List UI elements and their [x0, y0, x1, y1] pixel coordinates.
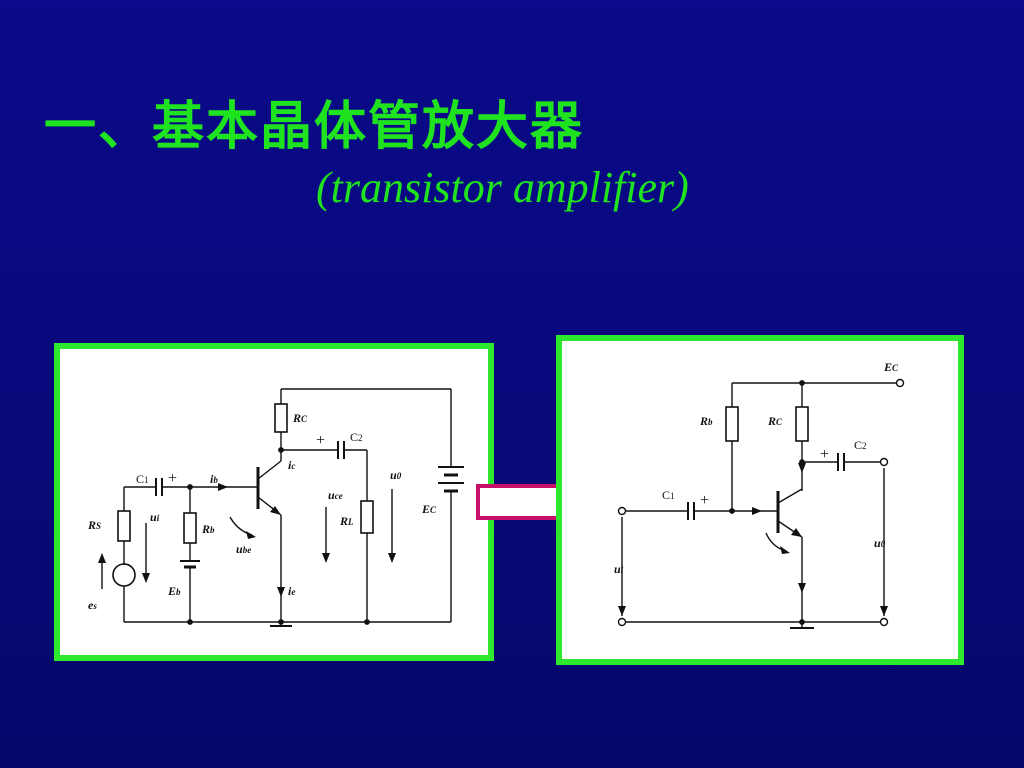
left-circuit-panel: RC C2 + ic u0 C1 + ib RS ui Rb uce RL EC…: [54, 343, 494, 661]
svg-text:ie: ie: [288, 584, 295, 598]
svg-text:Rb: Rb: [201, 522, 215, 536]
right-circuit-panel: EC Rb RC C2 + C1 + ui u0: [556, 335, 964, 665]
svg-text:+: +: [168, 470, 177, 487]
svg-text:ui: ui: [150, 510, 160, 524]
svg-text:EC: EC: [883, 360, 899, 374]
svg-text:RS: RS: [87, 518, 101, 532]
svg-text:u0: u0: [874, 536, 886, 550]
svg-text:Eb: Eb: [167, 584, 181, 598]
svg-text:+: +: [316, 432, 325, 449]
svg-text:+: +: [700, 492, 709, 509]
title-english: (transistor amplifier): [316, 163, 689, 212]
left-circuit-diagram: RC C2 + ic u0 C1 + ib RS ui Rb uce RL EC…: [87, 388, 464, 627]
svg-text:es: es: [88, 598, 97, 612]
svg-text:C1: C1: [662, 488, 675, 502]
svg-text:uce: uce: [328, 488, 343, 502]
svg-text:ib: ib: [210, 472, 218, 486]
title-chinese: 一、基本晶体管放大器: [44, 97, 585, 157]
svg-text:ui: ui: [614, 562, 624, 576]
svg-text:Rb: Rb: [699, 414, 713, 428]
svg-text:EC: EC: [421, 502, 437, 516]
svg-text:C1: C1: [136, 472, 149, 486]
svg-text:ic: ic: [288, 458, 295, 472]
svg-text:RC: RC: [767, 414, 783, 428]
svg-text:C2: C2: [350, 430, 363, 444]
svg-text:+: +: [820, 446, 829, 463]
svg-text:ube: ube: [236, 542, 251, 556]
svg-text:C2: C2: [854, 438, 867, 452]
svg-text:RL: RL: [339, 514, 354, 528]
svg-text:RC: RC: [292, 411, 308, 425]
svg-text:u0: u0: [390, 468, 402, 482]
right-circuit-diagram: EC Rb RC C2 + C1 + ui u0: [614, 360, 905, 629]
